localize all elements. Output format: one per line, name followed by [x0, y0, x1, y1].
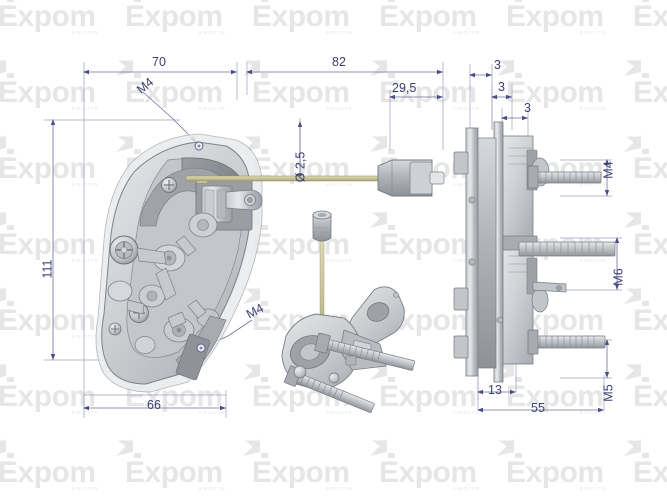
dimension-label-66: 66: [147, 398, 161, 412]
dimension-label-82: 82: [332, 55, 346, 69]
side-stud-m6: [518, 241, 616, 257]
callout-m5-side: M5: [601, 384, 616, 402]
spade-lug: [225, 189, 263, 211]
callout-m4-side: M4: [601, 161, 616, 179]
detail-view-terminal-assembly: [281, 210, 416, 413]
detail-stud-upper: [314, 332, 416, 371]
dimension-label-3-c: 3: [524, 101, 531, 115]
dimension-label-3-a: 3: [494, 58, 501, 72]
dimension-label-111: 111: [40, 259, 55, 279]
conductor-straps: [126, 235, 207, 329]
front-view-rectifier-bridge: [95, 133, 263, 393]
lead-wire-assembly: [185, 159, 445, 197]
dimension-lines: [50, 69, 620, 413]
side-stud-m4: [527, 165, 602, 189]
dimension-label-3-b: 3: [498, 80, 505, 94]
diode-pads: [107, 212, 220, 354]
callout-m6-side: M6: [611, 268, 626, 286]
side-stud-m5: [527, 329, 606, 355]
dimension-label-70: 70: [152, 55, 166, 69]
dimension-label-13: 13: [488, 383, 502, 397]
dimension-label-diameter-2-5: Ø 2,5: [293, 151, 308, 183]
side-view-stack: [453, 121, 616, 383]
dimension-label-29-5: 29,5: [392, 81, 417, 95]
dimension-label-55: 55: [531, 401, 545, 415]
